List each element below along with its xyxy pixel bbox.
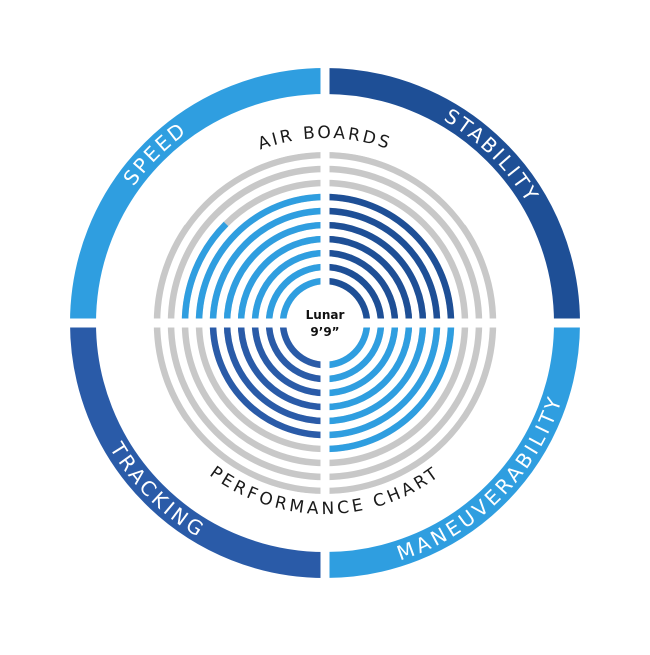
center-label-line-2: 9’9”	[310, 325, 339, 339]
value-ring-tracking-2	[265, 322, 326, 383]
value-ring-maneuverability-4	[324, 322, 413, 411]
value-ring-maneuverability-1	[324, 322, 371, 369]
track-ring-tracking-9	[167, 322, 326, 481]
value-ring-stability-6	[324, 207, 441, 324]
outer-arc-maneuverability	[324, 322, 580, 578]
value-ring-tracking-4	[237, 322, 326, 411]
value-ring-tracking-1	[279, 322, 326, 369]
track-ring-tracking-10	[153, 322, 326, 495]
track-ring-stability-9	[324, 165, 483, 324]
quadrant-dividers	[40, 40, 610, 610]
outer-arc-tracking	[70, 322, 326, 578]
title-band	[157, 118, 493, 226]
track-ring-speed-9	[167, 165, 326, 324]
value-ring-speed-8	[181, 221, 229, 324]
track-ring-maneuverability-8	[324, 322, 469, 467]
value-ring-speed-1	[279, 277, 326, 324]
value-ring-maneuverability-3	[324, 322, 399, 397]
subtitle-band	[157, 420, 493, 528]
value-ring-maneuverability-5	[324, 322, 427, 425]
value-ring-maneuverability-6	[324, 322, 441, 439]
value-ring-stability-3	[324, 249, 399, 324]
value-ring-stability-1	[324, 277, 371, 324]
value-ring-maneuverability-7	[324, 322, 455, 453]
performance-rings	[153, 151, 497, 495]
center-disc	[289, 287, 361, 359]
value-ring-stability-4	[324, 235, 413, 324]
value-ring-speed-4	[237, 235, 326, 324]
value-ring-tracking-5	[223, 322, 326, 425]
value-ring-tracking-3	[251, 322, 326, 397]
track-ring-speed-10	[153, 151, 326, 324]
value-ring-maneuverability-2	[324, 322, 385, 383]
value-ring-speed-5	[223, 221, 326, 324]
outer-arc-speed	[70, 68, 326, 324]
value-ring-stability-2	[324, 263, 385, 324]
value-ring-stability-7	[324, 193, 455, 324]
track-ring-stability-10	[324, 151, 497, 324]
value-ring-speed-3	[251, 249, 326, 324]
value-ring-speed-6	[209, 207, 326, 324]
center-label-line-1: Lunar	[306, 308, 345, 322]
value-ring-stability-5	[324, 221, 427, 324]
value-ring-tracking-6	[209, 322, 326, 439]
track-ring-stability-8	[324, 179, 469, 324]
outer-ring	[70, 68, 580, 578]
track-ring-maneuverability-9	[324, 322, 483, 481]
value-ring-speed-2	[265, 263, 326, 324]
track-ring-maneuverability-10	[324, 322, 497, 495]
value-ring-speed-7	[195, 193, 326, 324]
outer-arc-stability	[324, 68, 580, 324]
track-ring-tracking-7	[195, 322, 326, 453]
track-ring-tracking-8	[181, 322, 326, 467]
